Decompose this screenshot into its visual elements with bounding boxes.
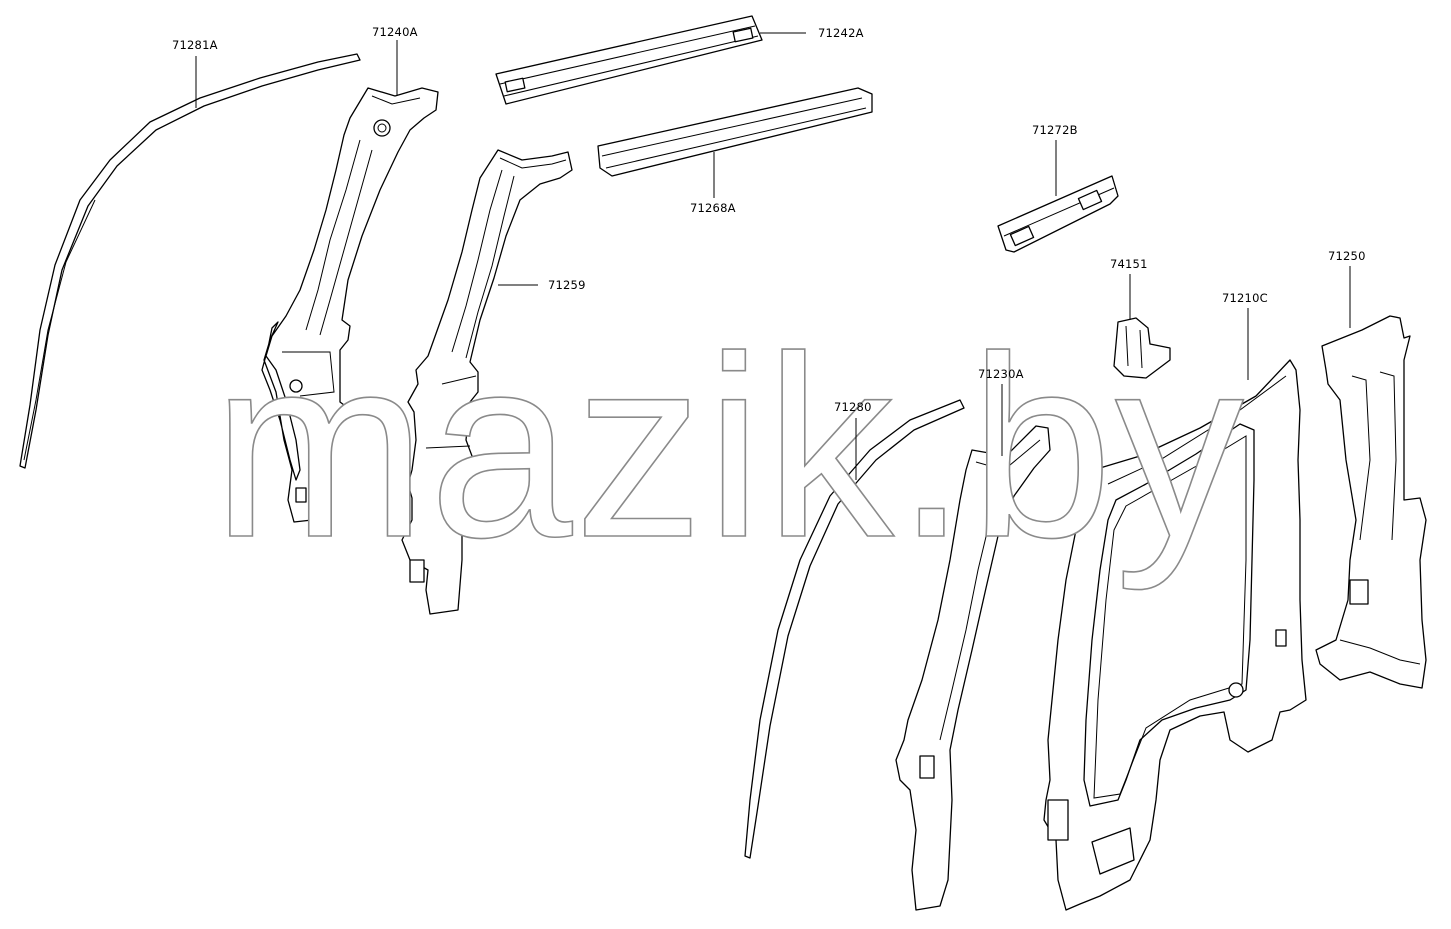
label-71281A[interactable]: 71281A — [172, 38, 218, 52]
part-74151-drawing — [1113, 317, 1171, 379]
watermark-text: mazik.by — [212, 302, 1246, 592]
label-71240A[interactable]: 71240A — [372, 25, 418, 39]
part-71259-drawing — [401, 149, 573, 615]
leader-lines — [195, 32, 1351, 480]
label-71280[interactable]: 71280 — [834, 400, 872, 414]
label-71230A[interactable]: 71230A — [978, 367, 1024, 381]
label-71259[interactable]: 71259 — [548, 278, 586, 292]
part-71281A-drawing — [19, 53, 361, 469]
label-71268A[interactable]: 71268A — [690, 201, 736, 215]
label-71210C[interactable]: 71210C — [1222, 291, 1268, 305]
label-71272B[interactable]: 71272B — [1032, 123, 1078, 137]
part-71210C-drawing — [1043, 359, 1307, 911]
part-71280-drawing — [744, 399, 965, 859]
part-71250-drawing — [1315, 315, 1427, 689]
label-71250[interactable]: 71250 — [1328, 249, 1366, 263]
part-71240A-drawing — [261, 87, 439, 523]
label-74151[interactable]: 74151 — [1110, 257, 1148, 271]
part-71268A-drawing — [597, 87, 873, 177]
label-71242A[interactable]: 71242A — [818, 26, 864, 40]
part-71230A-drawing — [895, 425, 1051, 911]
part-71272B-drawing — [997, 175, 1119, 253]
part-71242A-drawing — [495, 15, 763, 105]
part-labels: 71281A 71240A 71242A 71268A 71259 71272B… — [172, 25, 1366, 414]
